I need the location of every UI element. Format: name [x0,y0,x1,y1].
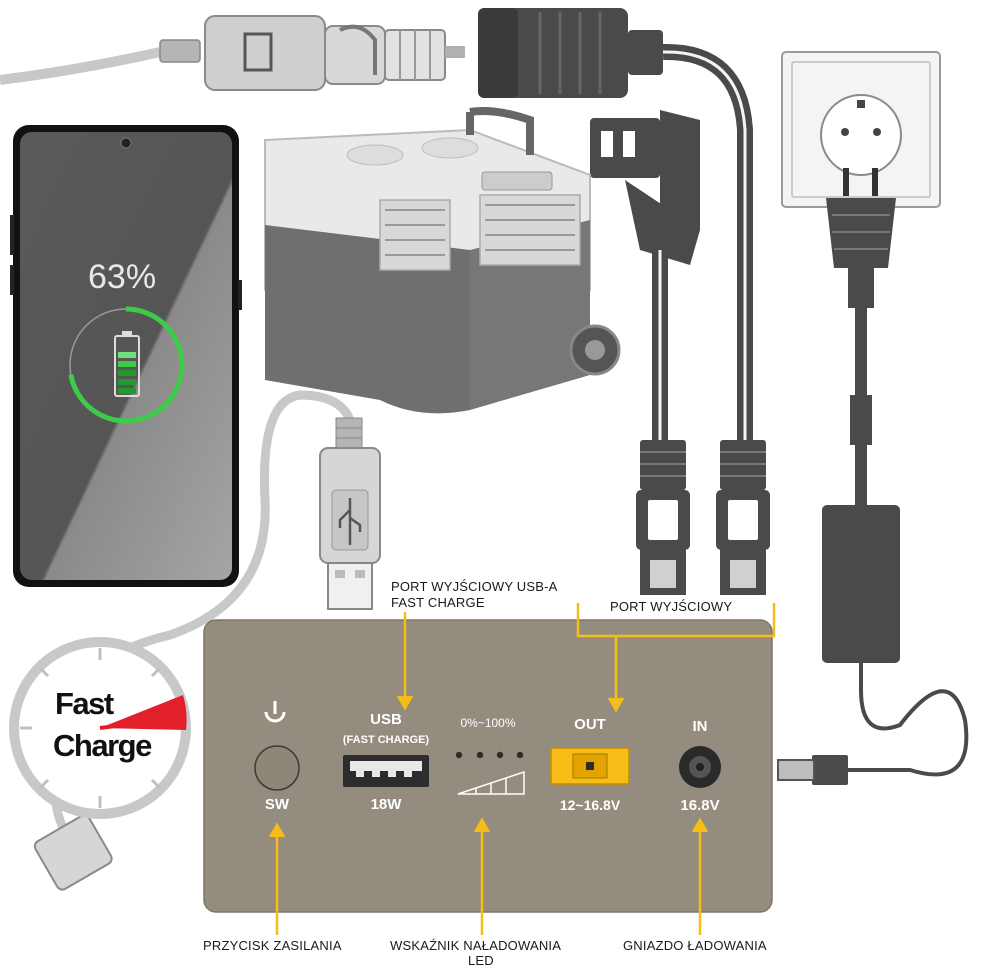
usb-port-callout-line2: FAST CHARGE [391,595,485,610]
led-callout-line1: WSKAŹNIK NAŁADOWANIA [390,938,562,953]
power-icon [264,711,286,723]
angled-dc-plug [590,110,700,440]
callout-lines [268,603,776,935]
usb-port-callout-line1: PORT WYJŚCIOWY USB-A [391,579,558,594]
power-bank-panel [203,619,773,913]
wall-plug [826,168,896,505]
wall-socket [781,51,941,208]
charging-socket-callout: GNIAZDO ŁADOWANIA [623,938,767,953]
output-plug-right [716,440,770,595]
usb-icon [338,498,362,545]
smartphone [10,125,242,587]
battery-percent-text: 63% [88,258,157,296]
fast-charge-gauge [9,637,191,819]
led-dots [455,751,524,759]
in-label: IN [692,718,708,735]
usb-label: USB [370,711,402,728]
led-level-icon [457,770,525,795]
in-voltage-label: 16.8V [680,797,720,814]
power-adapter-brick [777,505,969,785]
car-socket-adapter [478,8,753,440]
usb-power-label: 18W [370,796,402,813]
output-port-callout: PORT WYJŚCIOWY [610,599,733,614]
battery-progress-ring [68,306,185,424]
out-label: OUT [574,716,606,733]
power-button-shape[interactable] [254,745,300,791]
portable-cooler [264,107,621,414]
fast-charge-line1: Fast [55,686,114,721]
power-button-callout: PRZYCISK ZASILANIA [203,938,342,953]
out-voltage-label: 12~16.8V [559,797,621,813]
sw-label: SW [264,796,290,813]
led-callout-line2: LED [468,953,494,968]
usb-sub-label: (FAST CHARGE) [342,734,430,746]
output-plug-left [636,440,690,595]
led-range-label: 0%~100% [460,716,516,730]
fast-charge-line2: Charge [53,728,152,763]
car-cigarette-plug [0,15,465,91]
